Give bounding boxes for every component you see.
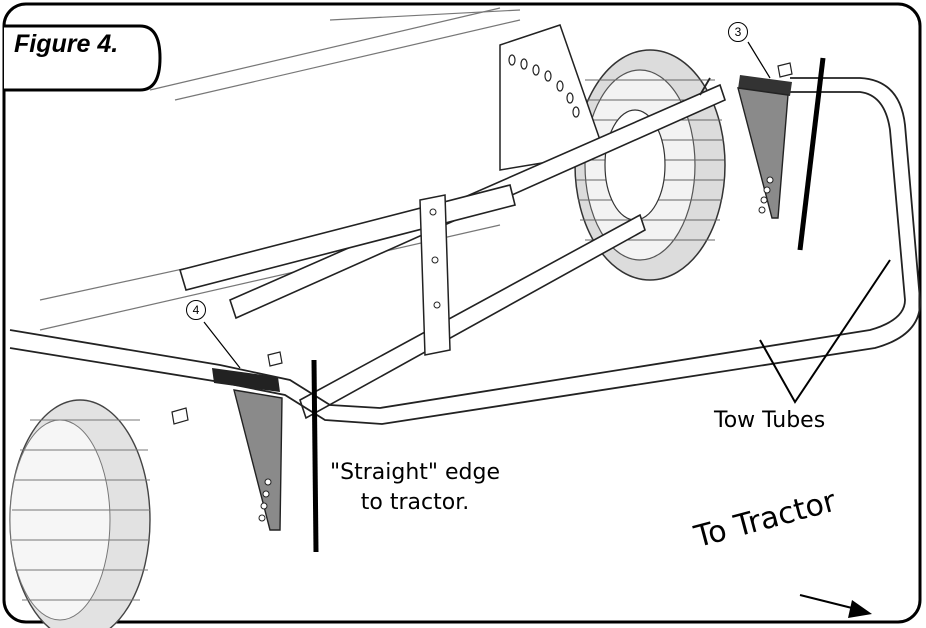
callout-3-leader — [747, 41, 771, 79]
straight-edge-note-line1: "Straight" edge — [330, 460, 500, 485]
straight-edge-marker-right — [797, 57, 826, 251]
bracket-3 — [737, 75, 792, 219]
front-wheel — [9, 399, 151, 628]
straight-edge-marker-left — [311, 359, 319, 553]
figure-title: Figure 4. — [14, 30, 119, 58]
straight-edge-note: "Straight" edge to tractor. — [330, 458, 500, 518]
tow-tubes-pointer — [759, 259, 891, 404]
bolts — [171, 62, 793, 425]
callout-3: 3 — [728, 22, 748, 42]
to-tractor-arrow-icon — [799, 594, 872, 618]
callout-4: 4 — [186, 300, 206, 320]
frame-tube — [9, 77, 921, 425]
figure-label-badge — [4, 24, 162, 92]
straight-edge-note-line2: to tractor. — [360, 490, 470, 515]
tow-tubes-label: Tow Tubes — [714, 408, 826, 433]
center-bracket — [419, 194, 451, 356]
bracket-4 — [212, 368, 283, 531]
callout-4-leader — [203, 321, 241, 369]
